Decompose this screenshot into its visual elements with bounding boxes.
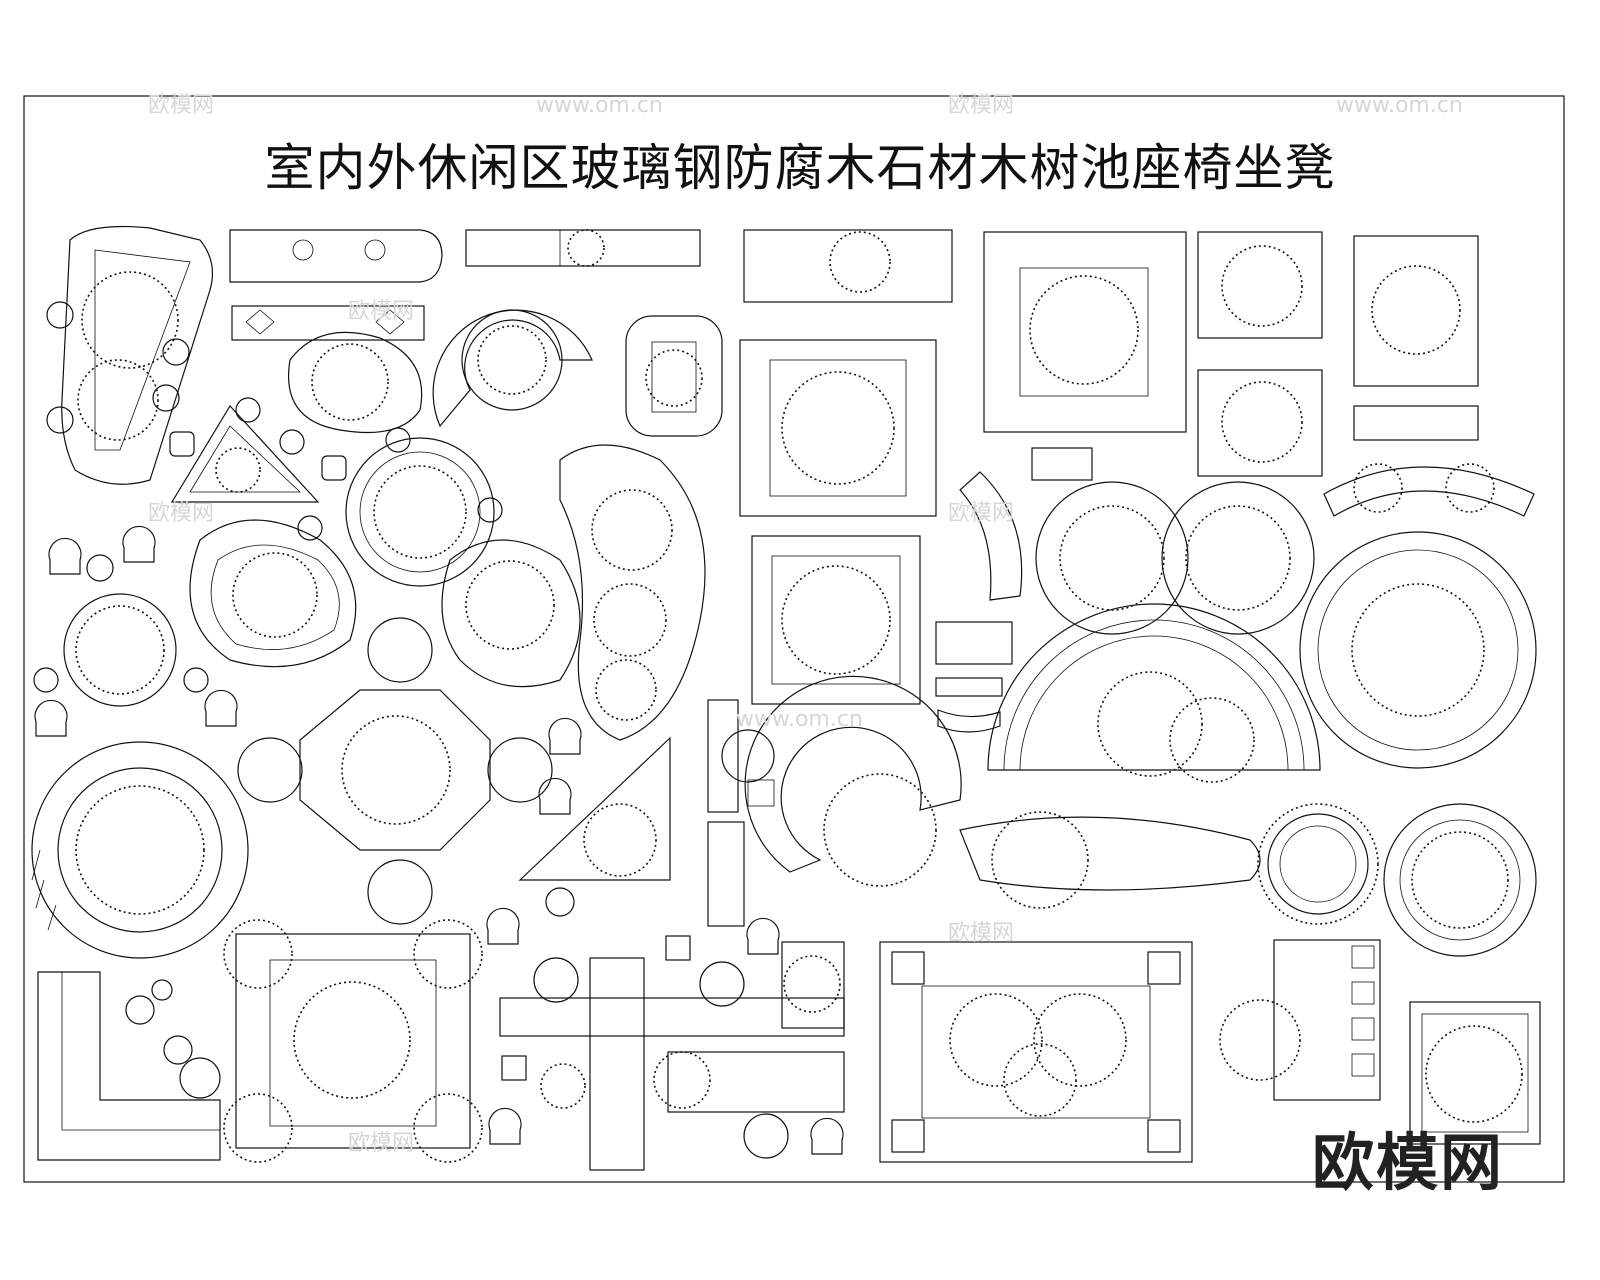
arc-bench-right [1323,463,1535,517]
triangle-bench-tree [518,717,671,917]
long-kidney-planter [559,444,706,741]
rounded-square-planter [625,315,723,437]
round-planter-large-left [31,741,249,959]
triangle-planter [169,397,347,541]
svg-text:www.om.cn: www.om.cn [736,707,863,732]
cross-planter-center [237,617,553,925]
square-planter-bench-1 [743,229,953,303]
round-tree-pit-b [1383,803,1537,957]
svg-text:欧模网: 欧模网 [348,299,414,324]
square-planter-small-c [1353,235,1479,441]
kidney-planter-1 [288,331,423,433]
drawing-border [23,95,1565,1183]
square-planter-small-a [1197,231,1323,339]
narrow-bench-table [707,699,775,927]
rect-planter-corner-posts [879,941,1193,1163]
round-planter-radial-benches [1299,531,1537,769]
l-shaped-bench [37,971,221,1161]
square-deck-four-trees [223,919,483,1163]
svg-text:欧模网: 欧模网 [148,93,214,118]
corner-planter-seats [1219,939,1381,1101]
circle-planter-mid [345,427,503,587]
double-circle-planter [1035,481,1315,635]
square-planter-far-right [1409,1001,1541,1145]
svg-text:www.om.cn: www.om.cn [1336,93,1463,118]
fan-semicircle-planter [987,603,1321,783]
curved-bench-people [229,229,443,341]
svg-text:欧模网: 欧模网 [948,93,1014,118]
drawing-title: 室内外休闲区玻璃钢防腐木石材木树池座椅坐凳 [264,139,1336,197]
svg-text:欧模网: 欧模网 [948,921,1014,946]
square-planter-small-b [1197,369,1323,477]
svg-text:www.om.cn: www.om.cn [536,93,663,118]
svg-text:欧模网: 欧模网 [348,1131,414,1156]
svg-text:欧模网: 欧模网 [148,501,214,526]
square-planter-stone [751,535,921,705]
round-planter-left [33,525,238,737]
svg-text:欧模网: 欧模网 [948,501,1014,526]
planter-group-topleft [46,225,213,485]
semicircle-ring-seat [432,309,593,428]
small-benches-middle [935,447,1093,733]
square-planter-deck-1 [983,231,1187,433]
kidney-planter-3 [441,539,581,688]
round-tree-pit-a [1257,803,1379,925]
cross-bench-set [486,907,845,1171]
straight-bench-top [465,229,701,267]
faint-watermarks: 欧模网 www.om.cn 欧模网 www.om.cn 欧模网 欧模网 欧模网 … [148,93,1463,1156]
half-ring-planter [744,675,1261,909]
watermark-logo-text: 欧模网 [1312,1126,1505,1199]
square-planter-bench-2 [739,339,937,517]
kidney-planter-2 [189,519,357,668]
